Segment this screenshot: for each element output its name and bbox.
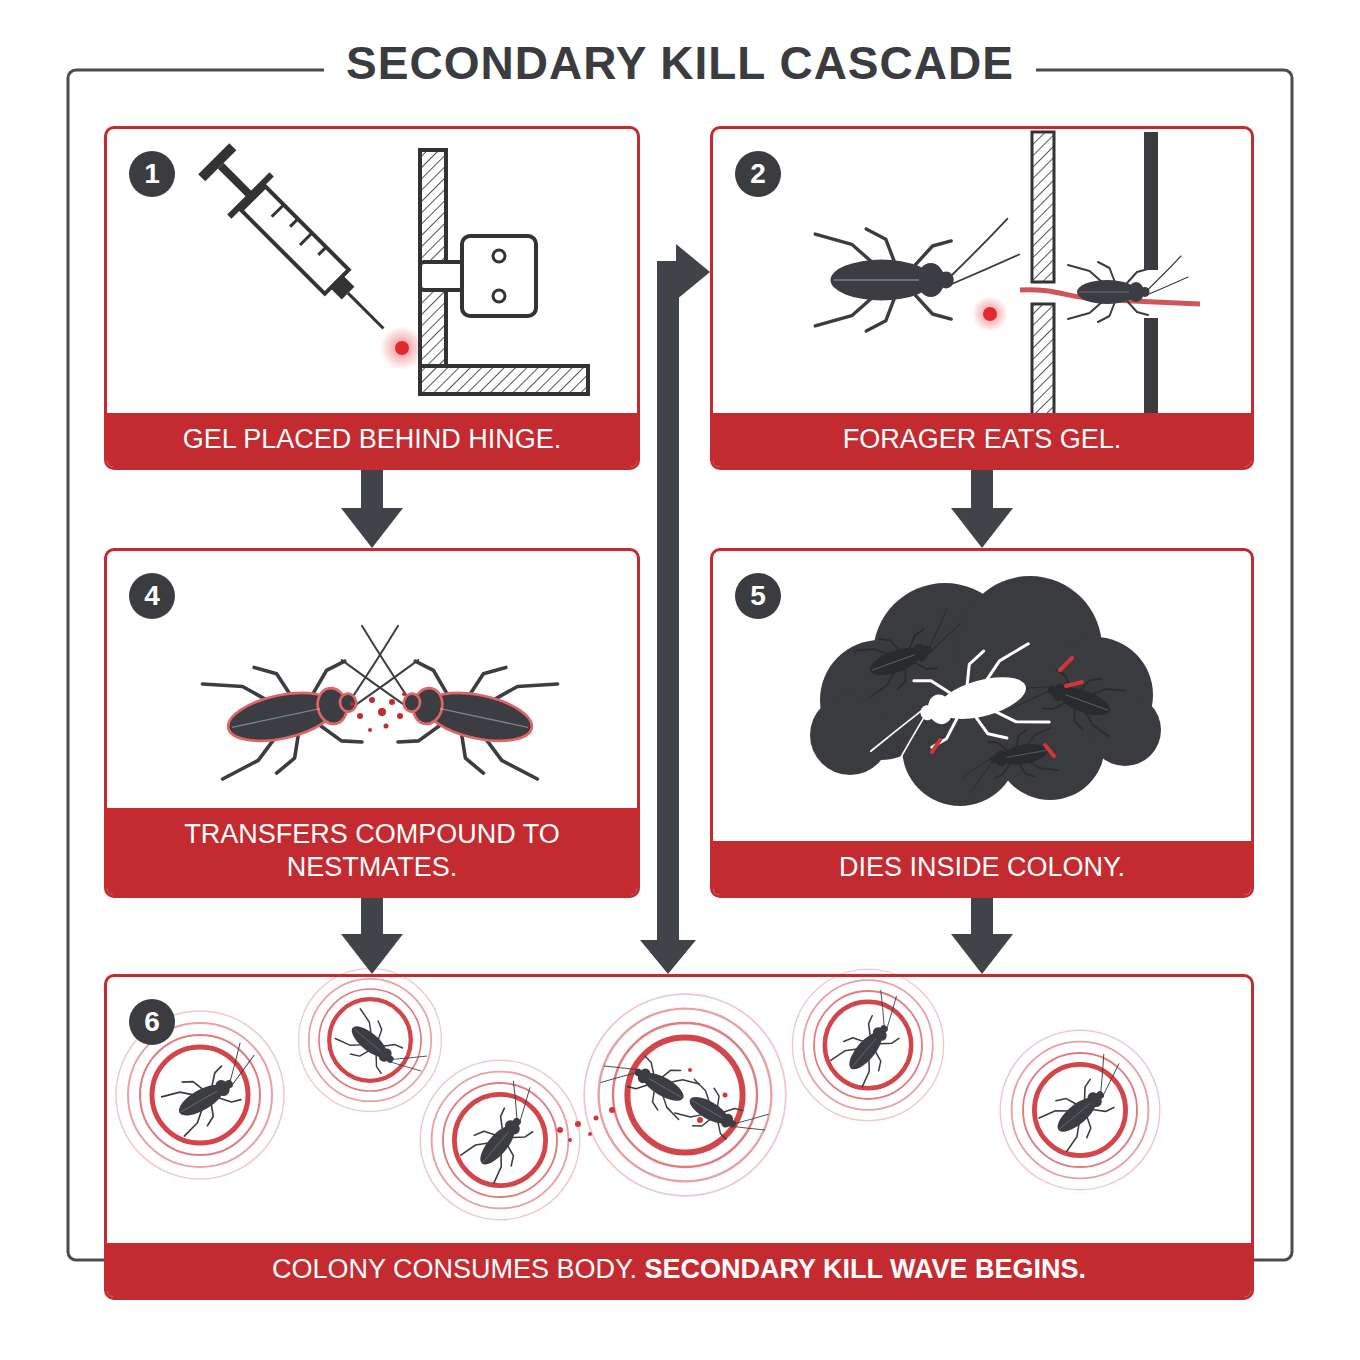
arrow-head [341, 508, 403, 548]
step-number: 1 [129, 151, 175, 197]
caption-text: GEL PLACED BEHIND HINGE. [183, 424, 562, 454]
arrow-shaft [971, 470, 993, 510]
caption-text: DIES INSIDE COLONY. [839, 852, 1125, 882]
step-panel: 2FORAGER EATS GEL. [710, 126, 1254, 470]
gel-glow [380, 326, 424, 370]
flow-arrow [640, 244, 710, 974]
arrow-head [951, 508, 1013, 548]
kill-rings [420, 1060, 580, 1220]
compound-dots [350, 692, 406, 732]
gel-dot [983, 307, 997, 321]
flow-arrow [951, 470, 1013, 548]
flow-arrow [951, 898, 1013, 974]
compound-spray [557, 1068, 728, 1142]
fleeing-roach [1068, 256, 1188, 322]
caption-bar: COLONY CONSUMES BODY. SECONDARY KILL WAV… [107, 1243, 1251, 1297]
roach-outline [325, 623, 561, 784]
kill-rings [1000, 1030, 1160, 1190]
arrow-shaft [668, 272, 678, 942]
kill-rings [299, 969, 442, 1112]
step-panel: 1GEL PLACED BEHIND HINGE. [104, 126, 640, 470]
arrow-head [676, 244, 710, 300]
dying-roach [826, 986, 923, 1088]
step-panel: 6COLONY CONSUMES BODY. SECONDARY KILL WA… [104, 974, 1254, 1300]
title-bar: SECONDARY KILL CASCADE [0, 36, 1360, 90]
step-number: 4 [129, 573, 175, 619]
caption-text: SECONDARY KILL WAVE BEGINS. [645, 1254, 1087, 1284]
step-panel: 4TRANSFERS COMPOUND TO NESTMATES. [104, 548, 640, 898]
syringe [193, 138, 405, 350]
step-number: 5 [735, 573, 781, 619]
dead-roach [853, 639, 1052, 781]
wall-void [1144, 132, 1158, 270]
gel-dot [395, 341, 409, 355]
caption-bar: DIES INSIDE COLONY. [713, 841, 1251, 895]
flow-arrow [341, 898, 403, 974]
nestmate-roach [1005, 651, 1127, 744]
hinge [420, 236, 536, 316]
outer-frame [68, 70, 1292, 1260]
impact-marks [932, 658, 1082, 756]
caption-bar: GEL PLACED BEHIND HINGE. [107, 413, 637, 467]
diagram-title: SECONDARY KILL CASCADE [324, 37, 1036, 89]
dying-roach [455, 1077, 557, 1184]
roach-outline [199, 623, 435, 784]
step-panel: 5DIES INSIDE COLONY. [710, 548, 1254, 898]
caption-bar: FORAGER EATS GEL. [713, 413, 1251, 467]
step-number: 6 [129, 999, 175, 1045]
dying-roach [1035, 1051, 1142, 1153]
caption-text: COLONY CONSUMES BODY. [272, 1254, 637, 1284]
caption-bar: TRANSFERS COMPOUND TO NESTMATES. [107, 808, 637, 896]
arrow-shaft [361, 898, 383, 936]
arrow-head [640, 940, 696, 974]
kill-rings [792, 969, 943, 1120]
caption-text: FORAGER EATS GEL. [843, 424, 1122, 454]
caption-text: TRANSFERS COMPOUND TO NESTMATES. [184, 819, 560, 883]
wall-section [1032, 132, 1054, 282]
arrow-shaft [361, 470, 383, 510]
nestmate-roach [852, 606, 974, 699]
flow-arrow [341, 470, 403, 548]
dying-roach [674, 1074, 773, 1158]
step-number: 2 [735, 151, 781, 197]
kill-rings [584, 994, 786, 1196]
cabinet-shelf [420, 366, 588, 394]
dying-roach [334, 1004, 431, 1096]
dying-roach [158, 1040, 273, 1138]
nestmate-roach [956, 725, 1060, 794]
colony-cloud [810, 576, 1161, 806]
arrow-head [951, 934, 1013, 974]
arrow-shaft [971, 898, 993, 936]
gel-glow [972, 296, 1008, 332]
dying-roach [596, 1036, 700, 1125]
arrow-head [341, 934, 403, 974]
forager-roach [815, 219, 1019, 331]
